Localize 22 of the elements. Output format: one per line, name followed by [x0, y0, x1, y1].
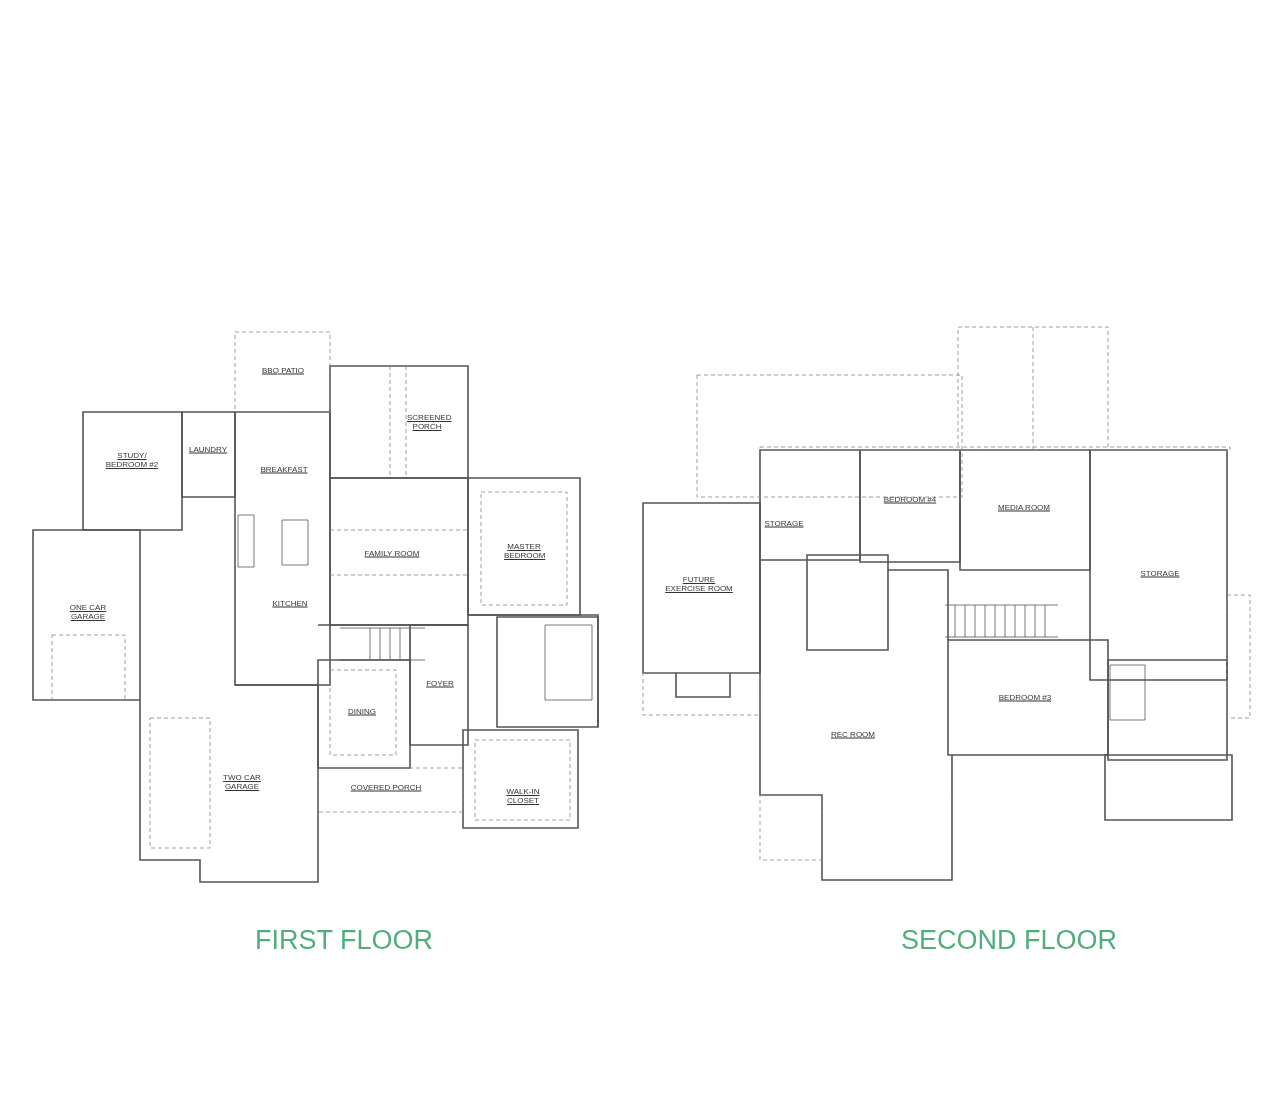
room-label: BEDROOM #3 [997, 692, 1053, 702]
floor-title: FIRST FLOOR [255, 924, 433, 956]
room-label: KITCHEN [271, 598, 309, 608]
room-label: FAMILY ROOM [363, 548, 421, 558]
room-label: STORAGE [763, 518, 805, 528]
room-label: BREAKFAST [259, 464, 309, 474]
room-label: STUDY/ BEDROOM #2 [104, 451, 160, 469]
room-label: STORAGE [1139, 568, 1181, 578]
room-label: BBQ PATIO [261, 365, 305, 375]
room-label: TWO CAR GARAGE [222, 773, 262, 791]
room-label: REC ROOM [830, 729, 876, 739]
room-label: WALK-IN CLOSET [505, 787, 541, 805]
room-label: BEDROOM #4 [882, 494, 938, 504]
room-label: MEDIA ROOM [997, 502, 1051, 512]
room-label: DINING [347, 706, 377, 716]
room-label: LAUNDRY [188, 444, 228, 454]
room-label: MASTER BEDROOM [504, 542, 544, 560]
room-label: ONE CAR GARAGE [68, 603, 108, 621]
room-label: FUTURE EXERCISE ROOM [664, 575, 734, 593]
room-label: FOYER [425, 678, 455, 688]
room-label: COVERED PORCH [349, 782, 423, 792]
floor-title: SECOND FLOOR [901, 924, 1117, 956]
